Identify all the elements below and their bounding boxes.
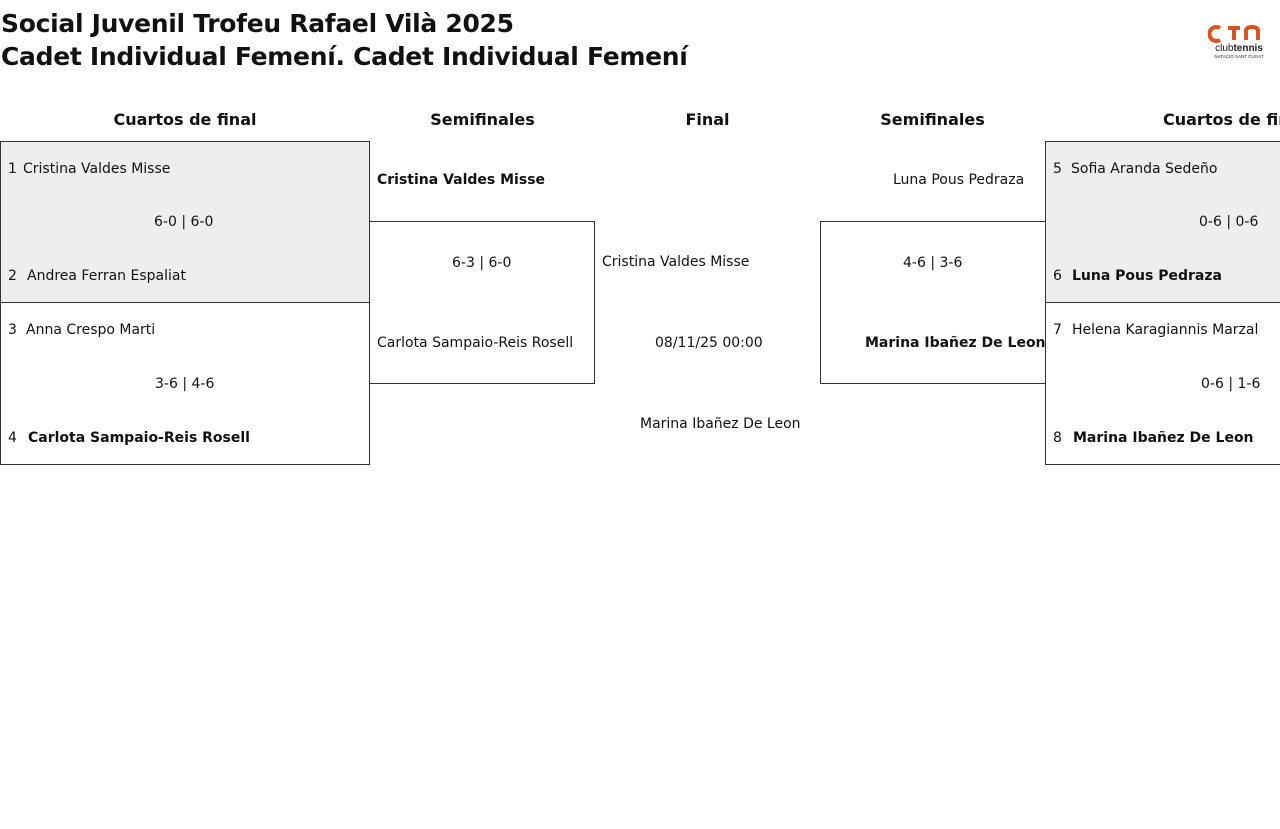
tournament-title: Social Juvenil Trofeu Rafael Vilà 2025 xyxy=(1,9,514,38)
match-score: 6-3 | 6-0 xyxy=(452,255,512,271)
right-sf-player-1: Luna Pous Pedraza xyxy=(893,172,1025,188)
club-logo: clubtennis NATACIÓ SANT CUGAT xyxy=(1208,24,1264,59)
match-score: 6-0 | 6-0 xyxy=(154,214,214,230)
final-player-2: Marina Ibañez De Leon xyxy=(640,416,801,432)
player-name: Carlota Sampaio-Reis Rosell xyxy=(377,335,574,351)
seed-number: 2 xyxy=(8,268,17,284)
round-header-left-quarterfinals: Cuartos de final xyxy=(113,110,257,129)
left-qf-match-1: 1 Cristina Valdes Misse 6-0 | 6-0 2 Andr… xyxy=(0,141,370,303)
final-player-1: Cristina Valdes Misse xyxy=(602,254,750,270)
player-name: Sofia Aranda Sedeño xyxy=(1071,161,1218,177)
player-name: Anna Crespo Marti xyxy=(26,322,156,338)
svg-text:NATACIÓ SANT CUGAT: NATACIÓ SANT CUGAT xyxy=(1214,53,1263,59)
left-sf-player-1-winner: Cristina Valdes Misse xyxy=(377,172,546,188)
left-qf-match-2: 3 Anna Crespo Marti 3-6 | 4-6 4 Carlota … xyxy=(0,302,370,465)
svg-text:clubtennis: clubtennis xyxy=(1215,43,1263,54)
match-score: 3-6 | 4-6 xyxy=(155,376,215,392)
right-sf-match: 4-6 | 3-6 Marina Ibañez De Leon xyxy=(820,221,1046,384)
player-name: Cristina Valdes Misse xyxy=(23,161,171,177)
seed-number: 8 xyxy=(1053,430,1062,446)
round-header-left-semifinals: Semifinales xyxy=(430,110,535,129)
player-name: Helena Karagiannis Marzal xyxy=(1072,322,1259,338)
match-score: 0-6 | 1-6 xyxy=(1201,376,1261,392)
round-header-right-semifinals: Semifinales xyxy=(880,110,985,129)
seed-number: 6 xyxy=(1053,268,1062,284)
player-name-winner: Marina Ibañez De Leon xyxy=(865,335,1046,351)
player-name-winner: Marina Ibañez De Leon xyxy=(1073,430,1254,446)
match-score: 0-6 | 0-6 xyxy=(1199,214,1259,230)
round-header-final: Final xyxy=(685,110,730,129)
round-header-right-quarterfinals: Cuartos de final xyxy=(1163,110,1280,129)
seed-number: 1 xyxy=(8,161,17,177)
right-qf-match-1: 5 Sofia Aranda Sedeño 0-6 | 0-6 6 Luna P… xyxy=(1045,141,1280,303)
seed-number: 3 xyxy=(8,322,17,338)
player-name: Andrea Ferran Espaliat xyxy=(27,268,186,284)
seed-number: 5 xyxy=(1053,161,1062,177)
seed-number: 7 xyxy=(1053,322,1062,338)
right-qf-match-2: 7 Helena Karagiannis Marzal 0-6 | 1-6 8 … xyxy=(1045,302,1280,465)
player-name-winner: Luna Pous Pedraza xyxy=(1072,268,1222,284)
seed-number: 4 xyxy=(8,430,17,446)
left-sf-match: 6-3 | 6-0 Carlota Sampaio-Reis Rosell xyxy=(369,221,595,384)
match-score: 4-6 | 3-6 xyxy=(903,255,963,271)
final-datetime: 08/11/25 00:00 xyxy=(655,335,763,351)
player-name-winner: Carlota Sampaio-Reis Rosell xyxy=(28,430,250,446)
draw-subtitle: Cadet Individual Femení. Cadet Individua… xyxy=(1,42,688,71)
